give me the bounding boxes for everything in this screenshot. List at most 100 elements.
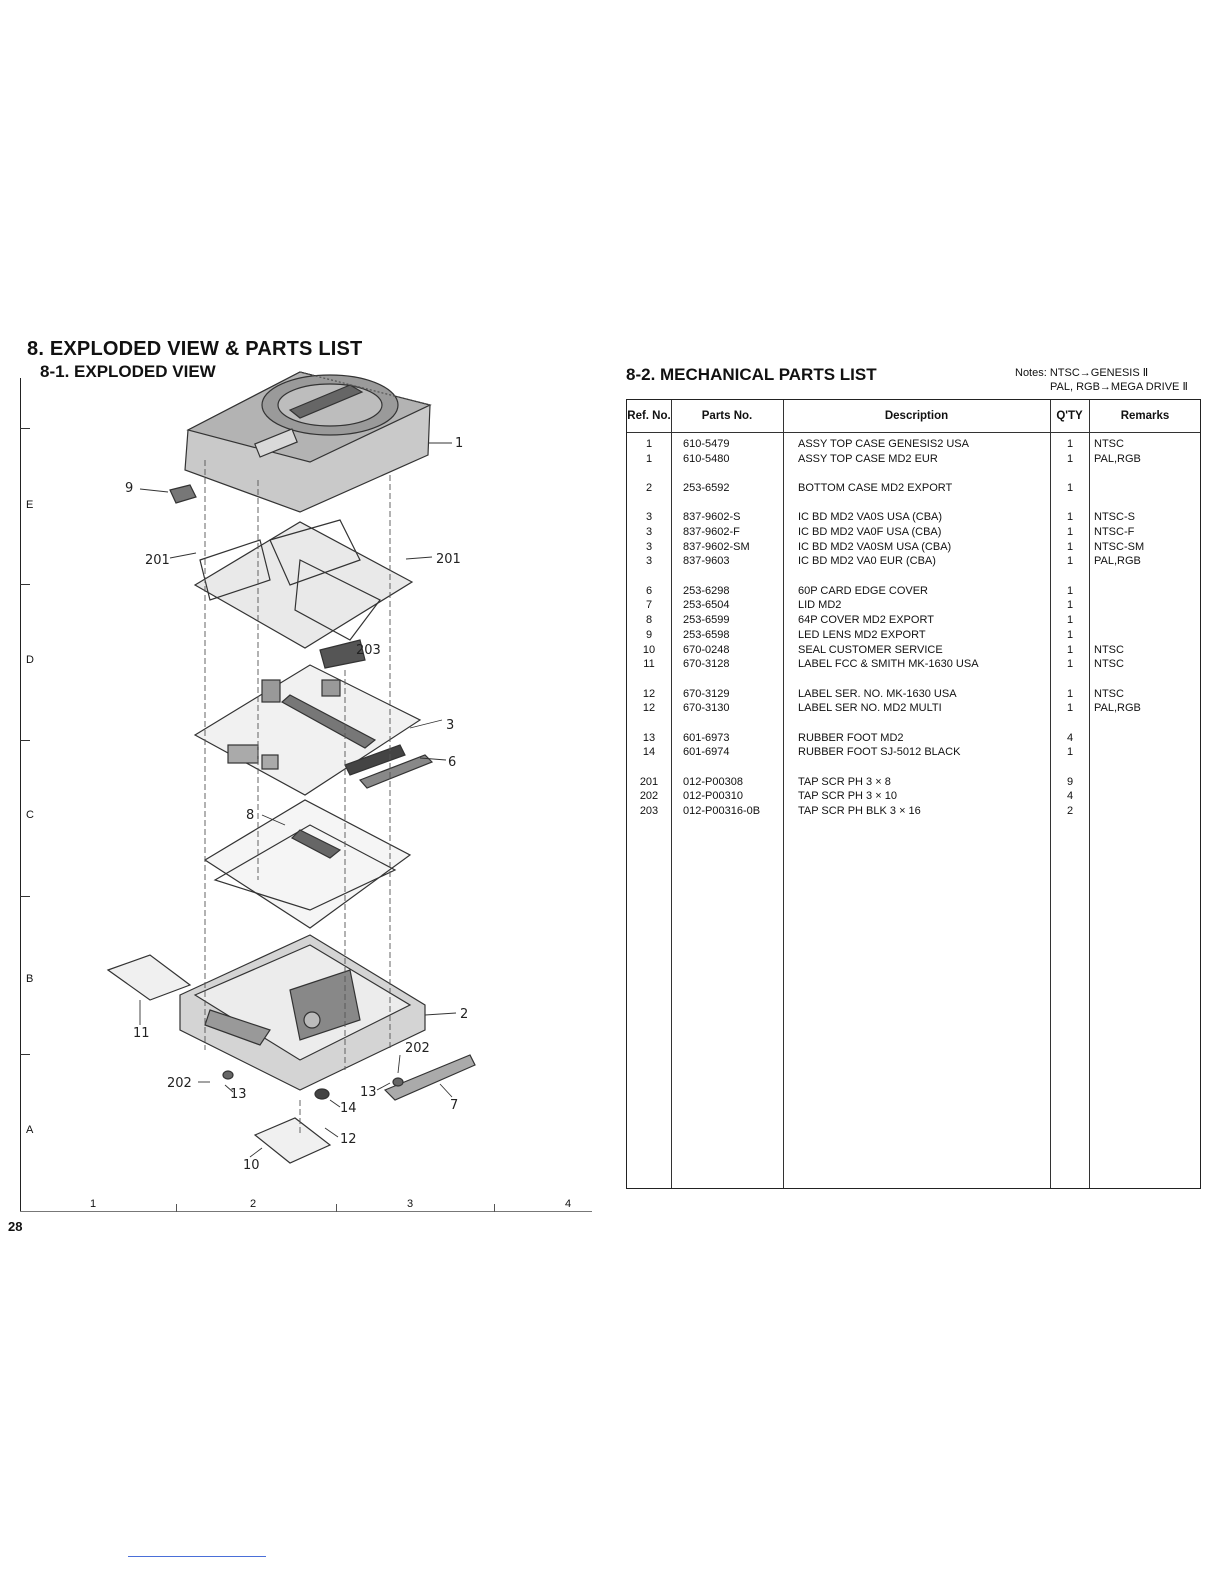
cell-remarks: NTSC-SM xyxy=(1094,540,1145,553)
cell-description: LED LENS MD2 EXPORT xyxy=(798,628,926,641)
cell-remarks: NTSC xyxy=(1094,687,1124,700)
table-divider xyxy=(1089,400,1090,1188)
cell-description: LABEL SER NO. MD2 MULTI xyxy=(798,702,942,715)
page-title: 8. EXPLODED VIEW & PARTS LIST xyxy=(27,338,363,360)
grid-tick xyxy=(336,1204,337,1212)
cell-remarks: NTSC-S xyxy=(1094,511,1135,524)
cell-ref: 12 xyxy=(642,702,656,715)
grid-tick xyxy=(20,428,30,429)
callout: 202 xyxy=(405,1041,430,1056)
cell-ref: 11 xyxy=(643,658,655,671)
cell-description: ASSY TOP CASE GENESIS2 USA xyxy=(798,438,969,450)
grid-row-label: D xyxy=(26,654,34,666)
grid-row-label: E xyxy=(26,499,34,511)
cell-parts-no: 610-5480 xyxy=(683,452,730,465)
grid-row-label: B xyxy=(26,973,34,985)
parts-list-heading: 8-2. MECHANICAL PARTS LIST xyxy=(626,365,877,384)
table-divider xyxy=(1050,400,1051,1188)
callout: 14 xyxy=(340,1101,357,1116)
cell-description: TAP SCR PH BLK 3 × 16 xyxy=(798,804,921,817)
callout: 201 xyxy=(436,552,461,567)
cell-qty: 1 xyxy=(1066,482,1074,494)
header-parts-no: Parts No. xyxy=(701,409,753,422)
cell-description: SEAL CUSTOMER SERVICE xyxy=(798,643,943,656)
cell-parts-no: 610-5479 xyxy=(683,438,730,450)
grid-row-label: C xyxy=(26,809,34,821)
cell-qty: 1 xyxy=(1066,614,1074,627)
cell-ref: 7 xyxy=(645,599,653,612)
cell-qty: 1 xyxy=(1066,599,1074,612)
table-row: 7 253-6504 LID MD2 1 xyxy=(627,599,1200,614)
callout: 3 xyxy=(446,718,454,733)
cell-parts-no: 253-6599 xyxy=(683,614,730,627)
callout: 1 xyxy=(455,436,463,451)
cell-qty: 1 xyxy=(1066,643,1074,656)
cell-parts-no: 837-9602-F xyxy=(683,526,740,538)
cell-description: IC BD MD2 VA0SM USA (CBA) xyxy=(798,540,952,553)
notes-line-2: PAL, RGB→MEGA DRIVE Ⅱ xyxy=(1050,381,1188,393)
led-lens-drawing xyxy=(169,484,197,504)
cell-parts-no: 012-P00308 xyxy=(683,775,743,788)
cell-qty: 1 xyxy=(1066,511,1074,524)
frame-bottom-border xyxy=(20,1211,592,1212)
cell-qty: 1 xyxy=(1066,687,1074,700)
cell-qty: 2 xyxy=(1066,804,1074,817)
cell-description: IC BD MD2 VA0 EUR (CBA) xyxy=(798,555,936,568)
header-remarks: Remarks xyxy=(1120,409,1170,422)
cell-parts-no: 012-P00310 xyxy=(683,790,743,803)
cell-ref: 3 xyxy=(645,540,653,553)
link-underline xyxy=(128,1556,266,1557)
cell-parts-no: 670-3129 xyxy=(683,687,730,700)
cell-remarks: PAL,RGB xyxy=(1094,452,1141,465)
cell-ref: 12 xyxy=(642,687,656,700)
cell-description: LABEL FCC & SMITH MK-1630 USA xyxy=(798,658,979,671)
cell-qty: 1 xyxy=(1066,526,1074,538)
callout: 201 xyxy=(145,553,170,568)
exploded-view-diagram: 1 9 201 201 203 3 6 8 2 11 202 202 13 13… xyxy=(106,371,476,1173)
grid-tick xyxy=(20,896,30,897)
cell-ref: 3 xyxy=(645,511,653,524)
cell-ref: 3 xyxy=(645,555,653,568)
lid-drawing xyxy=(383,1054,476,1101)
grid-col-label: 3 xyxy=(407,1198,414,1210)
cell-ref: 9 xyxy=(645,628,653,641)
cell-ref: 1 xyxy=(645,452,653,465)
cell-description: LID MD2 xyxy=(798,599,842,612)
cell-parts-no: 670-0248 xyxy=(683,643,730,656)
grid-tick xyxy=(176,1204,177,1212)
cell-ref: 6 xyxy=(645,584,653,597)
cell-qty: 1 xyxy=(1066,584,1074,597)
grid-col-label: 4 xyxy=(565,1198,572,1210)
cell-remarks: NTSC-F xyxy=(1094,526,1135,538)
notes-line-1: Notes: NTSC→GENESIS Ⅱ xyxy=(1015,367,1149,379)
cell-qty: 1 xyxy=(1066,746,1074,759)
table-header-divider xyxy=(627,432,1200,433)
cell-description: TAP SCR PH 3 × 8 xyxy=(798,775,891,788)
cell-parts-no: 601-6974 xyxy=(683,746,730,759)
callout: 13 xyxy=(230,1087,247,1102)
grid-tick xyxy=(20,740,30,741)
cell-remarks: PAL,RGB xyxy=(1094,702,1141,715)
callout: 203 xyxy=(356,643,381,658)
callout: 13 xyxy=(360,1085,377,1100)
cell-parts-no: 253-6298 xyxy=(683,584,730,597)
cell-parts-no: 253-6504 xyxy=(683,599,730,612)
cell-parts-no: 253-6598 xyxy=(683,628,730,641)
cell-description: RUBBER FOOT MD2 xyxy=(798,731,904,744)
header-ref: Ref. No. xyxy=(627,409,671,422)
cell-ref: 13 xyxy=(642,731,656,744)
table-divider xyxy=(671,400,672,1188)
header-qty: Q'TY xyxy=(1056,409,1083,422)
